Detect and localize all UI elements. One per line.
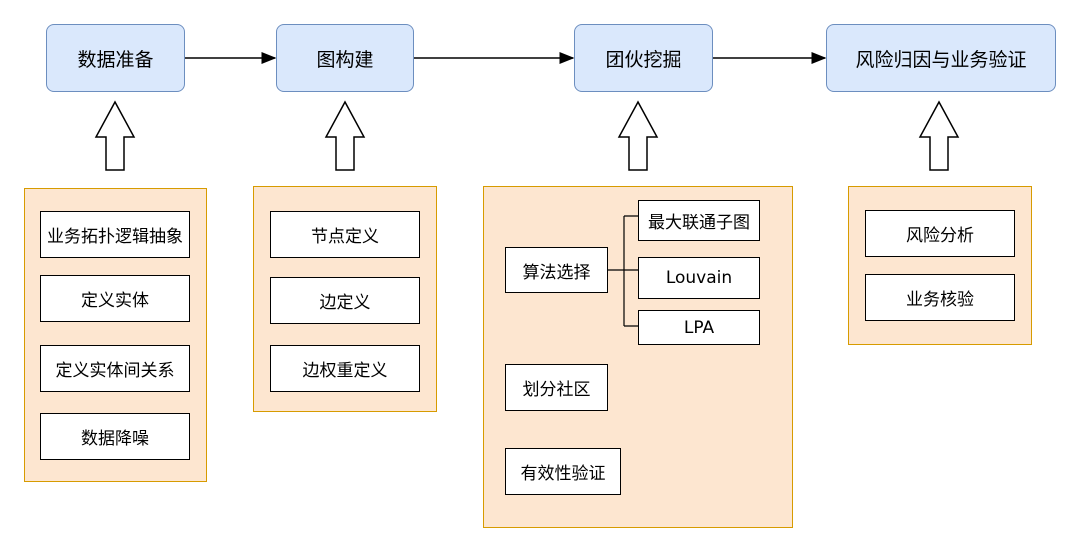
algorithm-lpa: LPA [638,310,760,345]
stage-label: 数据准备 [77,48,154,71]
item-define-relations: 定义实体间关系 [40,345,190,392]
item-edge-definition: 边定义 [270,277,420,324]
up-arrow-graph-build [324,100,366,171]
up-arrow-data-prep [94,100,136,171]
up-arrow-risk [918,100,960,171]
item-risk-analysis: 风险分析 [865,210,1015,257]
stage-label: 风险归因与业务验证 [855,48,1027,71]
item-validity-check: 有效性验证 [505,448,621,495]
algorithm-max-connected-subgraph: 最大联通子图 [638,200,760,241]
item-topology-abstraction: 业务拓扑逻辑抽象 [40,211,190,258]
item-algorithm-selection: 算法选择 [505,247,608,293]
stage-data-prep: 数据准备 [46,24,185,92]
stage-gang-mining: 团伙挖掘 [574,24,713,92]
stage-risk-attribution: 风险归因与业务验证 [826,24,1056,92]
stage-label: 团伙挖掘 [605,48,682,71]
stage-label: 图构建 [316,48,374,71]
item-denoise: 数据降噪 [40,413,190,460]
stage-graph-build: 图构建 [276,24,414,92]
item-node-definition: 节点定义 [270,211,420,258]
algorithm-louvain: Louvain [638,257,760,299]
item-partition-communities: 划分社区 [505,364,608,411]
item-edge-weight-definition: 边权重定义 [270,345,420,392]
item-define-entities: 定义实体 [40,275,190,322]
item-business-verification: 业务核验 [865,274,1015,321]
up-arrow-gang-mining [617,100,659,171]
